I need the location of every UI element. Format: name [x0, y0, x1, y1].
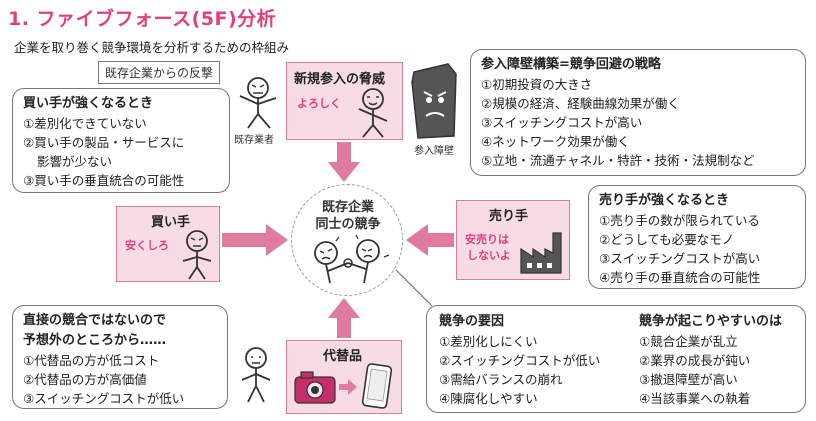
buyer-figure-icon: [182, 230, 212, 280]
buyers-item: 影響が少ない: [37, 154, 113, 169]
suppliers-box: 売り手 安売りは しないよ: [456, 200, 570, 280]
rivalry-factor-item: ①差別化しにくい: [439, 334, 538, 349]
thinking-person-icon: [241, 347, 271, 403]
entry-barrier-item: ③スイッチングコストが高い: [481, 115, 643, 130]
new-entrants-speech: よろしく: [297, 97, 341, 110]
suppliers-item: ③スイッチングコストが高い: [599, 251, 761, 266]
buyers-item: ②買い手の製品・サービスに: [23, 135, 185, 150]
rivalry-factor-item: ④陳腐化しやすい: [439, 391, 538, 406]
entry-barrier-item: ②規模の経済、経験曲線効果が働く: [481, 96, 680, 111]
newcomer-figure-icon: [358, 88, 388, 138]
center-label-line1: 既存企業: [321, 200, 374, 215]
smartphone-icon: [361, 363, 393, 409]
suppliers-speech-line2: しないよ: [467, 249, 511, 262]
rivalry-factor-item: ③需給バランスの崩れ: [439, 372, 563, 387]
buyers-item: ①差別化できていない: [23, 116, 147, 131]
suppliers-speech-line1: 安売りは: [465, 233, 509, 246]
buyers-item: ③買い手の垂直統合の可能性: [23, 173, 185, 188]
existing-company-figure-icon: [239, 77, 277, 129]
substitutes-item: ②代替品の方が高価値: [23, 372, 147, 387]
rivalry-factors-column: 競争の要因 ①差別化しにくい ②スイッチングコストが低い ③需給バランスの崩れ …: [439, 312, 600, 408]
substitutes-head-line1: 直接の競合ではないので: [23, 313, 167, 328]
rivalry-intense-item: ③撤退障壁が高い: [639, 372, 738, 387]
substitutes-callout: 直接の競合ではないので 予想外のところから…… ①代替品の方が低コスト ②代替品…: [12, 305, 228, 409]
buyers-speech: 安くしろ: [125, 239, 169, 252]
substitutes-item: ③スイッチングコストが低い: [23, 391, 185, 406]
factory-icon: [520, 232, 562, 274]
suppliers-item: ②どうしても必要なモノ: [599, 232, 735, 247]
buyers-label: 買い手: [151, 215, 191, 230]
suppliers-label: 売り手: [489, 209, 529, 224]
rivalry-intense-head: 競争が起こりやすいのは: [639, 314, 783, 329]
new-entrants-label: 新規参入の脅威: [294, 72, 386, 87]
arrow-left-suppliers: [406, 224, 454, 256]
suppliers-head: 売り手が強くなるとき: [599, 193, 730, 208]
suppliers-item: ①売り手の数が限られている: [599, 213, 760, 228]
substitutes-box: 代替品: [286, 340, 402, 414]
rivalry-callout: 競争の要因 ①差別化しにくい ②スイッチングコストが低い ③需給バランスの崩れ …: [426, 305, 806, 413]
entry-barrier-label: 参入障壁: [414, 146, 454, 157]
rivalry-intense-column: 競争が起こりやすいのは ①競合企業が乱立 ②業界の成長が鈍い ③撤退障壁が高い …: [639, 312, 782, 408]
fighting-people-icon: [314, 234, 390, 284]
entry-barrier-item: ④ネットワーク効果が働く: [481, 134, 630, 149]
arrow-right-buyers: [222, 224, 288, 256]
rivalry-intense-item: ②業界の成長が鈍い: [639, 353, 751, 368]
substitutes-label: 代替品: [323, 349, 363, 364]
page-subtitle: 企業を取り巻く競争環境を分析するための枠組み: [14, 40, 290, 55]
rivalry-intense-item: ④当該事業への執着: [639, 391, 751, 406]
arrow-right-small-icon: [339, 379, 357, 395]
suppliers-item: ④売り手の垂直統合の可能性: [599, 270, 761, 285]
new-entrants-box: 新規参入の脅威 よろしく: [286, 62, 403, 140]
entry-barrier-wall-icon: [411, 63, 457, 139]
arrow-up-substitutes: [328, 298, 360, 338]
buyers-head: 買い手が強くなるとき: [23, 96, 154, 111]
existing-reaction-tag: 既存企業からの反撃: [98, 61, 221, 84]
existing-company-label: 既存業者: [234, 135, 274, 146]
center-label-line2: 同士の競争: [315, 217, 381, 232]
entry-barrier-callout: 参入障壁構築=競争回避の戦略 ①初期投資の大きさ ②規模の経済、経験曲線効果が働…: [470, 49, 806, 176]
camera-icon: [294, 371, 336, 404]
rivalry-intense-item: ①競合企業が乱立: [639, 334, 738, 349]
page-title: 1. ファイブフォース(5F)分析: [8, 8, 277, 30]
substitutes-item: ①代替品の方が低コスト: [23, 353, 160, 368]
buyers-callout: 買い手が強くなるとき ①差別化できていない ②買い手の製品・サービスに 影響が少…: [12, 88, 230, 193]
buyers-box: 買い手 安くしろ: [116, 206, 220, 282]
substitutes-head-line2: 予想外のところから……: [23, 333, 167, 348]
rivalry-factors-head: 競争の要因: [439, 314, 505, 329]
entry-barrier-head: 参入障壁構築=競争回避の戦略: [481, 57, 661, 72]
rivalry-factor-item: ②スイッチングコストが低い: [439, 353, 601, 368]
entry-barrier-item: ①初期投資の大きさ: [481, 77, 593, 92]
entry-barrier-item: ⑤立地・流通チャネル・特許・技術・法規制など: [481, 153, 755, 168]
center-rivalry-circle: 既存企業 同士の競争: [291, 184, 403, 296]
suppliers-callout: 売り手が強くなるとき ①売り手の数が限られている ②どうしても必要なモノ ③スイ…: [588, 185, 806, 289]
arrow-down-new-entrants: [328, 142, 360, 182]
